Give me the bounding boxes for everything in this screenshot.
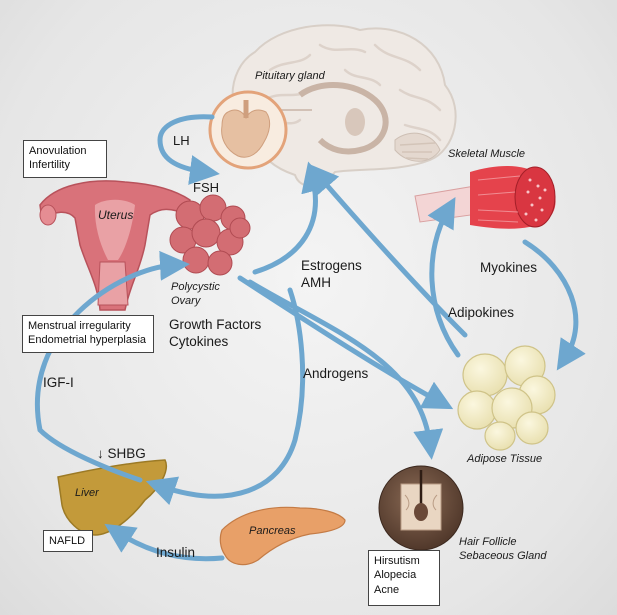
lh-label: LH — [173, 133, 190, 148]
insulin-label: Insulin — [156, 545, 196, 560]
androgens-label: Androgens — [303, 366, 369, 381]
box-line: Alopecia — [374, 569, 417, 582]
box-line: Anovulation — [29, 145, 87, 157]
skeletal-muscle-illustration — [414, 165, 556, 229]
menstrual-irregularity-box: Menstrual irregularity Endometrial hyper… — [22, 315, 154, 353]
estrogens-amh-label: Estrogens AMH — [301, 258, 362, 290]
nafld-box: NAFLD — [43, 530, 93, 552]
pituitary-label: Pituitary gland — [255, 70, 325, 82]
box-line: Hirsutism — [374, 555, 420, 567]
growth-factors-label: Growth Factors Cytokines — [169, 317, 262, 349]
box-line: Endometrial hyperplasia — [28, 334, 147, 347]
uterus-label: Uterus — [98, 208, 134, 222]
myokines-label: Myokines — [480, 260, 538, 275]
adipokines-label: Adipokines — [448, 305, 515, 320]
box-line: Menstrual irregularity — [28, 320, 131, 332]
fsh-label: FSH — [193, 180, 219, 195]
hirsutism-box: Hirsutism Alopecia Acne — [368, 550, 440, 606]
brain-illustration — [231, 24, 457, 187]
pancreas-label: Pancreas — [249, 525, 296, 537]
box-line: Infertility — [29, 159, 70, 172]
adipose-label: Adipose Tissue — [467, 453, 543, 465]
skeletal-muscle-label: Skeletal Muscle — [448, 148, 526, 160]
box-line: NAFLD — [49, 535, 86, 547]
polycystic-ovary-illustration — [169, 194, 251, 276]
hair-follicle-illustration — [378, 465, 464, 551]
anovulation-infertility-box: Anovulation Infertility — [23, 140, 107, 178]
igf-label: IGF-I — [43, 375, 74, 390]
pituitary-illustration — [208, 90, 312, 170]
hair-follicle-label: Hair Follicle Sebaceous Gland — [459, 536, 547, 563]
uterus-illustration — [39, 180, 191, 311]
ovary-label: Polycystic Ovary — [171, 281, 220, 307]
shbg-label: ↓ SHBG — [97, 446, 146, 461]
adipose-tissue-illustration — [457, 345, 556, 451]
liver-label: Liver — [75, 487, 99, 499]
pancreas-illustration — [219, 506, 346, 566]
arrows — [35, 114, 586, 562]
box-line: Acne — [374, 583, 400, 596]
